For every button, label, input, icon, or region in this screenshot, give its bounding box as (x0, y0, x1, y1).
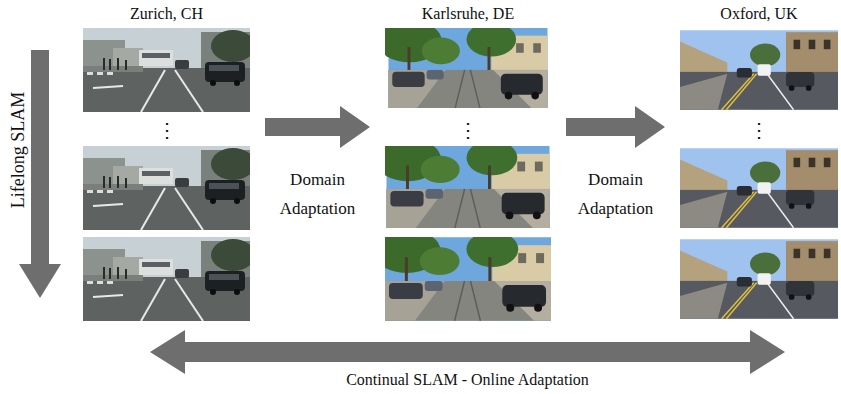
city-heading: Karlsruhe, DE (385, 4, 551, 24)
image-column: Oxford, UK ⋮ (680, 4, 838, 322)
arrow-label: Continual SLAM - Online Adaptation (346, 371, 589, 389)
street-photo (377, 20, 547, 108)
street-photo (680, 239, 838, 318)
axis-label: Lifelong SLAM (7, 92, 29, 209)
ellipsis-mark: ⋮ (83, 116, 250, 144)
image-column: Karlsruhe, DE ⋮ (385, 4, 551, 322)
image-column: Zurich, CH ⋮ (83, 4, 250, 322)
street-photo (680, 148, 838, 227)
block-arrow (566, 106, 665, 148)
block-arrow (265, 106, 370, 148)
arrow-label: Domain Adaptation (263, 165, 373, 223)
ellipsis-mark: ⋮ (385, 116, 551, 144)
arrow-label: Domain Adaptation (561, 165, 671, 223)
street-photo (375, 138, 550, 228)
street-photo (373, 229, 551, 320)
city-heading: Zurich, CH (83, 4, 250, 24)
ellipsis-mark: ⋮ (680, 116, 838, 144)
street-photo (83, 237, 255, 321)
city-heading: Oxford, UK (680, 4, 838, 24)
street-photo (83, 146, 255, 230)
street-photo (680, 30, 838, 109)
block-arrow (150, 330, 785, 374)
street-photo (83, 28, 255, 112)
